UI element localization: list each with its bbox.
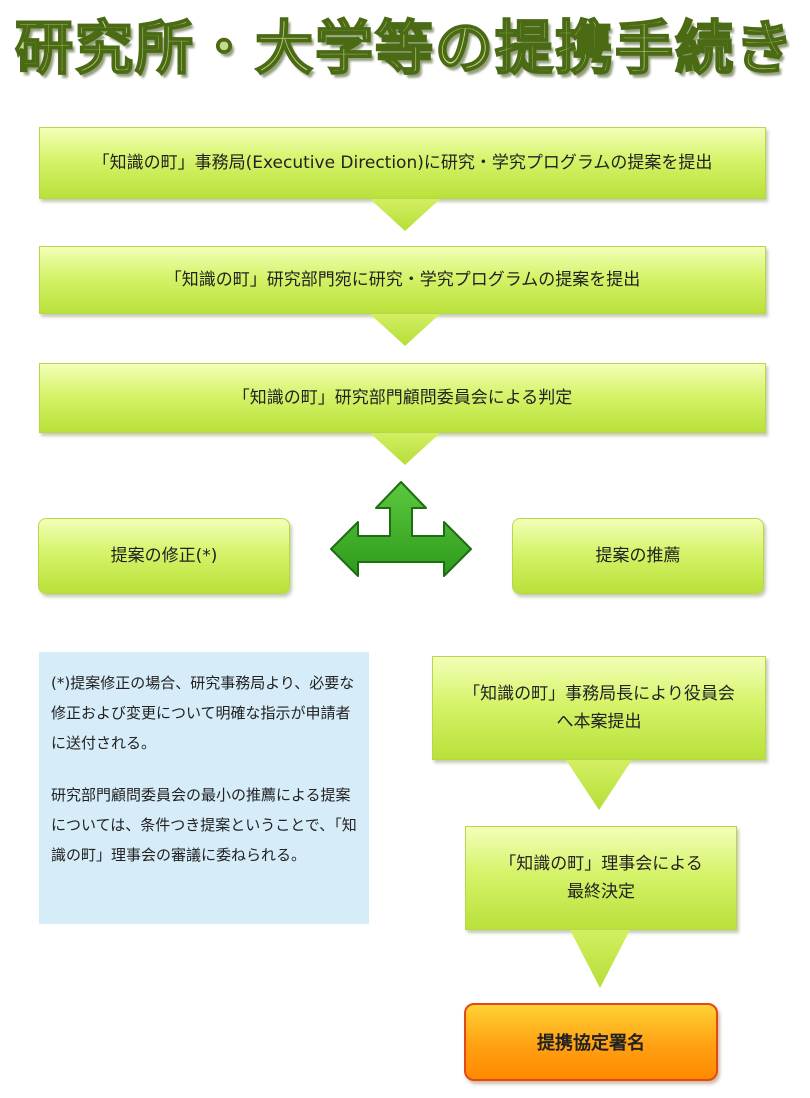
step-label: 「知識の町」事務局(Executive Direction)に研究・学究プログラ…	[92, 153, 713, 173]
step-submit-executive-direction: 「知識の町」事務局(Executive Direction)に研究・学究プログラ…	[39, 127, 766, 199]
step-label: 「知識の町」事務局長により役員会 へ本案提出	[463, 680, 735, 736]
step-label-line: 「知識の町」理事会による	[499, 854, 703, 874]
revision-note: (*)提案修正の場合、研究事務局より、必要な修正および変更について明確な指示が申…	[39, 652, 369, 924]
note-paragraph: 研究部門顧問委員会の最小の推薦による提案については、条件つき提案ということで、「…	[51, 786, 357, 864]
step-label: 「知識の町」理事会による 最終決定	[499, 850, 703, 906]
step-label-line: 最終決定	[567, 882, 635, 902]
down-arrow-2	[370, 314, 440, 346]
step-label-line: 「知識の町」事務局長により役員会	[463, 684, 735, 704]
step-board-submission: 「知識の町」事務局長により役員会 へ本案提出	[432, 656, 766, 760]
step-final-decision: 「知識の町」理事会による 最終決定	[465, 826, 737, 930]
step-label-line: へ本案提出	[556, 712, 642, 732]
down-arrow-4	[566, 760, 632, 810]
branch-arrow-icon	[330, 481, 472, 577]
step-agreement-signing: 提携協定署名	[464, 1003, 718, 1081]
step-label: 「知識の町」研究部門顧問委員会による判定	[232, 388, 573, 408]
step-label: 提案の修正(*)	[110, 546, 218, 566]
step-advisory-committee-judgement: 「知識の町」研究部門顧問委員会による判定	[39, 363, 766, 433]
down-arrow-5	[570, 930, 630, 988]
down-arrow-1	[370, 199, 440, 231]
note-paragraph: (*)提案修正の場合、研究事務局より、必要な修正および変更について明確な指示が申…	[51, 674, 355, 752]
step-label: 提案の推薦	[595, 546, 681, 566]
page-title: 研究所・大学等の提携手続き	[14, 13, 795, 83]
step-label: 「知識の町」研究部門宛に研究・学究プログラムの提案を提出	[164, 270, 641, 290]
step-revise-proposal: 提案の修正(*)	[38, 518, 290, 594]
step-label: 提携協定署名	[537, 1033, 645, 1054]
down-arrow-3	[370, 433, 440, 465]
step-submit-research-department: 「知識の町」研究部門宛に研究・学究プログラムの提案を提出	[39, 246, 766, 314]
step-recommend-proposal: 提案の推薦	[512, 518, 764, 594]
